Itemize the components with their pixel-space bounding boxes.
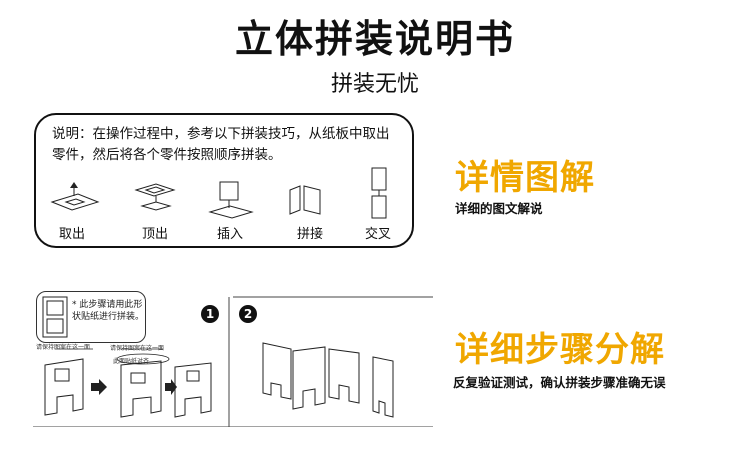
step-label-push-out: 顶出 (141, 227, 168, 242)
instruction-box (34, 113, 414, 248)
steps-heading: 详细步骤分解 (455, 330, 665, 370)
step-label-take-out: 取出 (58, 227, 85, 242)
assembly-step-figure (33, 296, 433, 427)
step-label-cross: 交叉 (364, 227, 391, 242)
insert-icon (208, 181, 254, 219)
tip-text: * 此步骤请用此形状贴纸进行拼装。 (72, 300, 145, 322)
technique-illustrations (50, 167, 387, 219)
page-title: 立体拼装说明书 (234, 17, 515, 61)
step-number-badge: 2 (239, 305, 257, 323)
join-icon (289, 185, 321, 215)
instruction-note: 说明：在操作过程中，参考以下拼装技巧，从纸板中取出零件，然后将各个零件按照顺序拼… (52, 126, 390, 163)
figure-note-1: 请保持图案在这一面 (36, 344, 91, 351)
detail-heading: 详情图解 (455, 158, 595, 198)
steps-caption: 反复验证测试，确认拼装步骤准确无误 (453, 375, 666, 390)
detail-caption: 详细的图文解说 (455, 201, 543, 216)
push-out-icon (134, 183, 176, 211)
step-number-badge: 1 (201, 305, 219, 323)
figure-note-3: 此面贴纸对齐 (113, 358, 150, 365)
sticker-shape-icon (42, 296, 68, 338)
page-subtitle: 拼装无忧 (330, 72, 419, 97)
step-label-join: 拼接 (296, 227, 323, 242)
take-out-icon (50, 182, 100, 211)
cross-icon (371, 167, 387, 219)
figure-note-2: 请保持图案在这一面 (110, 345, 165, 352)
step-label-insert: 插入 (216, 227, 243, 242)
